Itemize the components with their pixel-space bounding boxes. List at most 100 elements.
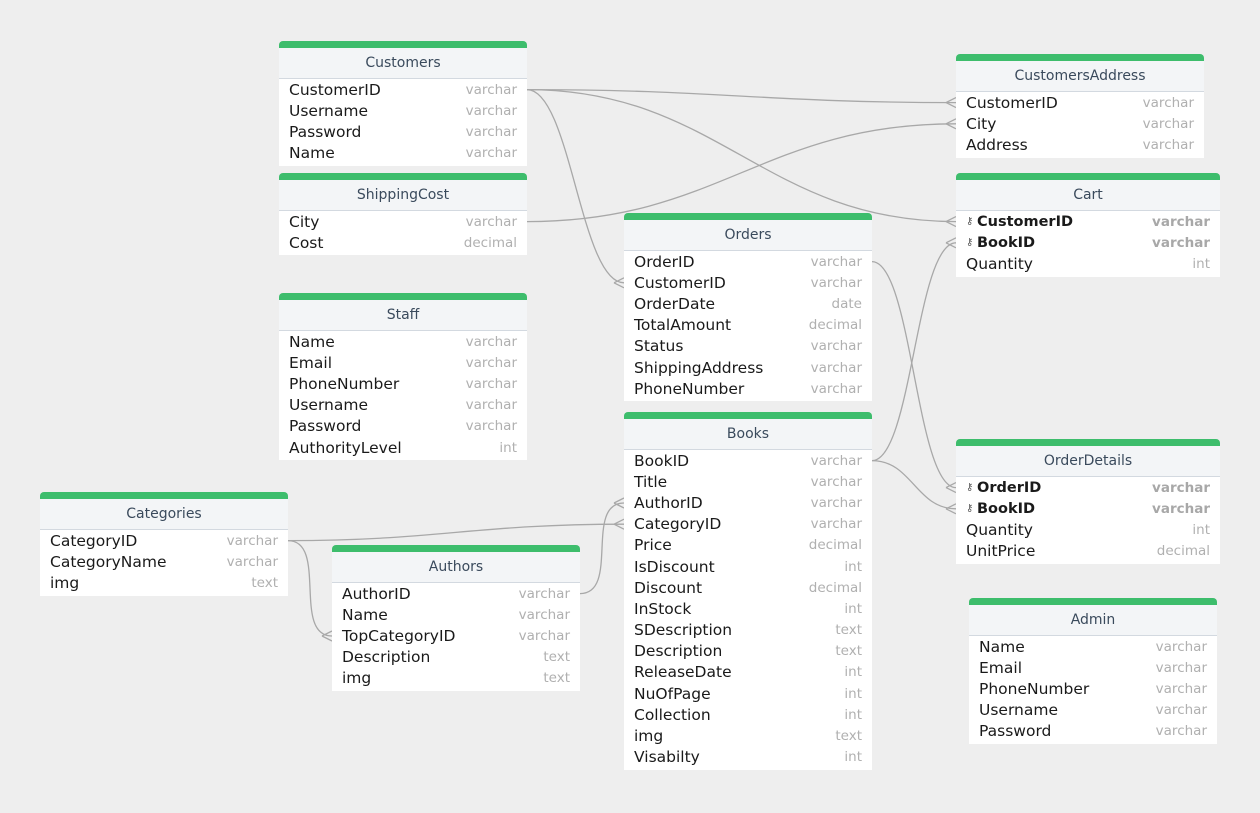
field-name: OrderID — [634, 252, 695, 271]
field-name-wrap: Username — [289, 102, 368, 120]
relation-line[interactable] — [526, 88, 957, 223]
field-name: UnitPrice — [966, 542, 1036, 561]
key-icon: ⚷ — [966, 482, 974, 494]
relation-line[interactable] — [526, 88, 625, 284]
field-name-wrap: ⚷BookID — [966, 501, 1035, 517]
field-type: varchar — [1142, 115, 1194, 132]
field-row[interactable]: Username varchar — [279, 100, 527, 121]
field-name: NuOfPage — [634, 684, 711, 703]
relation-line[interactable] — [871, 242, 957, 462]
field-name-wrap: Quantity — [966, 521, 1033, 539]
field-type: varchar — [1152, 213, 1210, 230]
relation-line[interactable] — [526, 123, 957, 223]
field-type: int — [844, 685, 862, 702]
crows-foot-icon — [945, 237, 957, 249]
field-type: varchar — [226, 553, 278, 570]
crows-foot-icon — [613, 277, 625, 289]
relation-line[interactable] — [526, 88, 957, 104]
relation-line[interactable] — [871, 459, 957, 510]
field-row[interactable]: NuOfPage int — [624, 683, 872, 704]
field-name: CategoryID — [50, 531, 138, 550]
relation-line[interactable] — [287, 523, 625, 542]
field-name-wrap: NuOfPage — [634, 685, 711, 703]
relation-line[interactable] — [579, 502, 625, 595]
field-name-wrap: Password — [289, 417, 361, 435]
field-type: varchar — [465, 102, 517, 119]
field-name-wrap: Collection — [634, 706, 711, 724]
table-title: Customers — [279, 48, 527, 79]
field-name-wrap: OrderID — [634, 253, 695, 271]
relation-line[interactable] — [287, 539, 333, 637]
field-type: varchar — [810, 359, 862, 376]
relation-line[interactable] — [871, 260, 957, 489]
